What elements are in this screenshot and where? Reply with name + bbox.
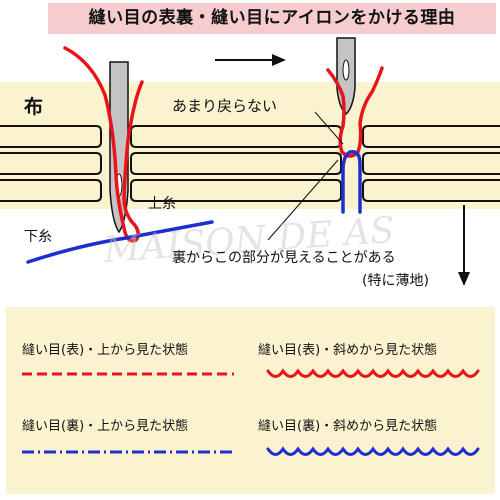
seam-back-angle-swatch	[266, 446, 480, 456]
legend-panel: 縫い目(表)・上から見た状態 縫い目(表)・斜めから見た状態 縫い目(裏)・上か…	[6, 307, 495, 494]
fabric-band	[0, 82, 500, 209]
needle-right	[336, 37, 356, 115]
page-title: 縫い目の表裏・縫い目にアイロンをかける理由	[88, 8, 456, 28]
legend-label-back-angle: 縫い目(裏)・斜めから見た状態	[258, 419, 438, 434]
scallop-blue-path	[266, 446, 480, 456]
title-banner: 縫い目の表裏・縫い目にアイロンをかける理由	[48, 3, 496, 34]
seam-front-angle-swatch	[266, 368, 480, 378]
fabric-layers	[0, 125, 500, 202]
down-arrow-icon	[458, 205, 470, 286]
legend-label-front-angle: 縫い目(表)・斜めから見た状態	[258, 343, 438, 358]
fabric-label: 布	[24, 95, 43, 118]
leader-line-visible-part	[267, 159, 339, 241]
lower-thread-right	[341, 150, 362, 214]
legend-label-front-top: 縫い目(表)・上から見た状態	[22, 343, 189, 358]
lower-thread-left	[26, 220, 214, 264]
thin-fabric-label: (特に薄地)	[362, 273, 429, 289]
legend-label-back-top: 縫い目(裏)・上から見た状態	[22, 419, 189, 434]
sewing-diagram: MAISON DE AS 布 あまり戻らない 上糸 下糸 裏からこの部分が見える…	[0, 37, 500, 289]
leader-line-not-return	[314, 111, 344, 145]
scallop-red-path	[266, 368, 480, 378]
visible-part-label: 裏からこの部分が見えることがある	[172, 249, 396, 266]
upper-thread-label: 上糸	[148, 196, 176, 212]
upper-thread-right	[326, 66, 384, 158]
right-arrow-icon	[215, 54, 286, 66]
upper-thread-left	[63, 46, 144, 243]
lower-thread-label: 下糸	[24, 229, 52, 245]
not-return-label: あまり戻らない	[172, 97, 277, 115]
legend-swatches	[22, 368, 480, 456]
